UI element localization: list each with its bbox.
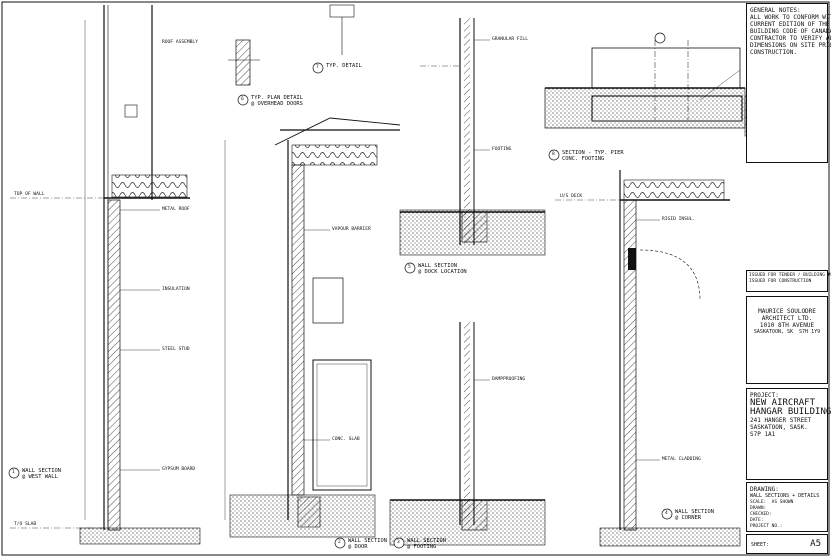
project-title: HANGAR BUILDINGS (750, 407, 831, 417)
issued-line: ISSUED FOR TENDER / BUILDING PERMIT (749, 273, 831, 278)
annotation-label: METAL ROOF (162, 207, 190, 212)
wall-section-1 (10, 5, 201, 545)
bubble-number: 7 (316, 65, 319, 70)
issued-line: ISSUED FOR CONSTRUCTION (749, 279, 812, 284)
detail-title-5: WALL SECTION@ DOCK LOCATION (418, 263, 467, 275)
drawing-label: DRAWING: (750, 486, 779, 493)
bubble-number: 5 (408, 265, 411, 270)
annotation-label: U/S DECK (560, 194, 583, 199)
annotation-label: DAMPPROOFING (492, 377, 526, 382)
bubble-number: 1 (12, 470, 15, 475)
detail-title-1: WALL SECTION@ WEST WALL (22, 468, 61, 480)
note-line: BUILDING CODE OF CANADA. (750, 28, 831, 35)
info-line: DATE: (750, 518, 764, 523)
annotation-label: VAPOUR BARRIER (332, 227, 371, 232)
pier-section-8 (544, 40, 786, 137)
bubble-number: 2 (338, 540, 341, 545)
annotation-label: CONC. SLAB (332, 437, 360, 442)
bubble-number: 8 (552, 152, 555, 157)
detail-title-2: WALL SECTION@ DOOR (348, 538, 387, 550)
note-line: ALL WORK TO CONFORM WITH THE (750, 14, 831, 21)
note-line: GENERAL NOTES: (750, 7, 801, 14)
plan-detail-6 (228, 39, 260, 86)
info-line: CHECKED: (750, 512, 772, 517)
info-line: SCALE: AS SHOWN (750, 500, 794, 505)
architect-firm: ARCHITECT LTD. (761, 315, 813, 322)
leader-lines (120, 39, 741, 471)
detail-title-4: WALL SECTION@ CORNER (675, 509, 714, 521)
drawing-box: DRAWING: WALL SECTIONS + DETAILS SCALE: … (746, 482, 828, 532)
detail-title-3: WALL SECTION@ FOOTING (407, 538, 446, 550)
annotation-label: RIGID INSUL. (662, 217, 696, 222)
note-line: DIMENSIONS ON SITE PRIOR TO (750, 42, 831, 49)
architect-address: 1010 8TH AVENUE (759, 322, 815, 329)
detail-title-7: TYP. DETAIL (326, 63, 362, 69)
architect-city: SASKATOON, SK S7H 1Y9 (753, 329, 821, 335)
annotation-label: METAL CLADDING (662, 457, 701, 462)
project-label: PROJECT: (750, 392, 779, 399)
architect-name: MAURICE SOULODRE (758, 308, 816, 315)
annotation-label: GYPSUM BOARD (162, 467, 196, 472)
project-postal: S7P 1A1 (750, 431, 776, 438)
note-line: CONTRACTOR TO VERIFY ALL (750, 35, 831, 42)
annotation-label: T/O SLAB (14, 522, 37, 527)
sheet-number-box: SHEET: A5 (746, 534, 828, 554)
project-title: NEW AIRCRAFT (750, 398, 816, 408)
detail-bubbles (8, 32, 673, 549)
info-line: PROJECT NO.: (750, 524, 783, 529)
wall-section-3 (389, 322, 546, 546)
project-address: 241 HANGER STREET (750, 417, 812, 424)
project-city: SASKATOON, SASK. (750, 424, 808, 431)
annotation-label: GRANULAR FILL (492, 37, 528, 42)
general-notes-box: GENERAL NOTES: ALL WORK TO CONFORM WITH … (746, 3, 831, 163)
annotation-label: ROOF ASSEMBLY (162, 40, 198, 45)
annotation-label: FOOTING (492, 147, 512, 152)
architect-box: MAURICE SOULODRE ARCHITECT LTD. 1010 8TH… (746, 296, 828, 384)
bubble-number: 6 (241, 97, 244, 102)
note-line: CURRENT EDITION OF THE NATIONAL (750, 21, 830, 28)
detail-7 (329, 4, 355, 55)
annotation-label: TOP OF WALL (14, 192, 45, 197)
drawing-title: WALL SECTIONS + DETAILS (750, 493, 820, 499)
wall-section-2 (224, 117, 401, 538)
wall-section-4 (555, 170, 741, 547)
wall-section-5 (399, 18, 546, 256)
sheet-label: SHEET: (751, 542, 770, 548)
issued-box: ISSUED FOR TENDER / BUILDING PERMIT ISSU… (746, 270, 831, 292)
info-line: DRAWN: (750, 506, 767, 511)
project-box: PROJECT: NEW AIRCRAFT HANGAR BUILDINGS 2… (746, 388, 831, 480)
detail-title-6: TYP. PLAN DETAIL@ OVERHEAD DOORS (251, 95, 303, 107)
bubble-number: 3 (397, 540, 400, 545)
annotation-label: STEEL STUD (162, 347, 190, 352)
annotation-label: INSULATION (162, 287, 190, 292)
note-line: CONSTRUCTION. (750, 49, 797, 56)
bubble-number: 4 (665, 511, 668, 516)
sheet-number: A5 (810, 539, 821, 549)
